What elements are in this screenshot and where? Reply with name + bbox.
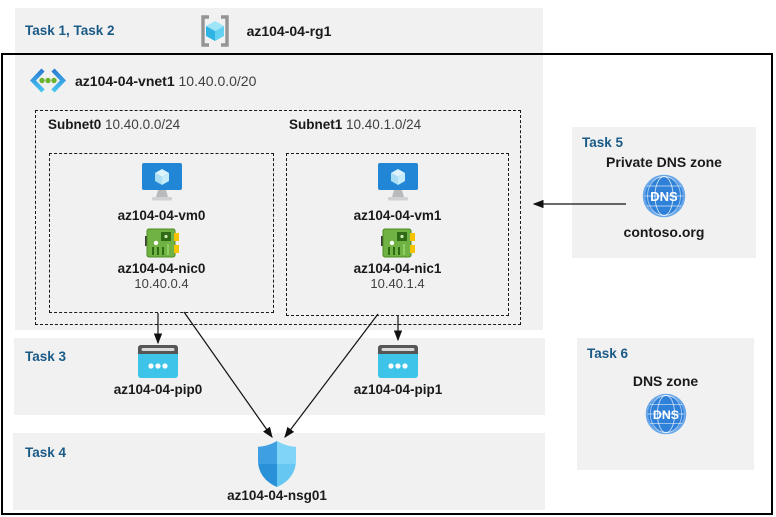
subnet0-box: az104-04-vm0 az104-04-nic0 10.40.0.4 — [49, 153, 274, 313]
resource-group-icon — [200, 14, 229, 47]
private-dns-icon-wrap: DNS — [642, 174, 686, 221]
task3-label: Task 3 — [25, 349, 67, 364]
private-dns-zone-title: Private DNS zone — [606, 154, 722, 170]
resource-group-name: az104-04-rg1 — [246, 22, 332, 39]
task6-box: Task 6 DNS zone DNS — [577, 338, 754, 470]
dns-zone: DNS zone DNS — [587, 361, 744, 438]
private-dns-zone: Private DNS zone DNS contoso.org — [582, 150, 746, 240]
subnet0-label: Subnet0 10.40.0.0/24 — [48, 117, 180, 132]
vnet-region: az104-04-vnet1 10.40.0.0/20 Subnet0 10.4… — [15, 55, 543, 330]
subnet1-label: Subnet1 10.40.1.0/24 — [289, 117, 421, 132]
resource-group: az104-04-rg1 — [197, 13, 332, 49]
dns-zone-title: DNS zone — [632, 373, 699, 389]
dns-icon-text: DNS — [650, 189, 678, 204]
nic0-ip: 10.40.0.4 — [134, 276, 189, 291]
subnet1-cidr: 10.40.1.0/24 — [346, 117, 422, 132]
pip0-group: az104-04-pip0 — [98, 345, 218, 397]
task5-box: Task 5 Private DNS zone DNS contoso.org — [572, 127, 756, 258]
vm1-name: az104-04-vm1 — [353, 208, 442, 223]
nic1-icon — [380, 228, 415, 258]
vm0-name: az104-04-vm0 — [117, 208, 206, 223]
vnet-header: az104-04-vnet1 10.40.0.0/20 — [30, 67, 256, 94]
subnets-container: Subnet0 10.40.0.0/24 Subnet1 10.40.1.0/2… — [35, 110, 521, 325]
dns-icon-wrap: DNS — [645, 393, 687, 438]
pip1-icon — [378, 345, 418, 378]
nsg-name: az104-04-nsg01 — [227, 488, 327, 503]
vnet-icon — [30, 68, 66, 93]
task4-label: Task 4 — [25, 445, 67, 460]
dns-icon: DNS — [642, 174, 686, 218]
vnet-title: az104-04-vnet1 10.40.0.0/20 — [75, 73, 256, 89]
nic0-name: az104-04-nic0 — [117, 261, 206, 276]
nic0-icon — [144, 228, 179, 258]
pip0-icon — [138, 345, 178, 378]
task3-band: Task 3 — [14, 338, 545, 415]
vm0-icon — [141, 163, 182, 201]
pip0-name: az104-04-pip0 — [113, 382, 203, 397]
dns-icon: DNS — [645, 393, 686, 435]
nsg-shield-icon — [258, 441, 296, 487]
subnet0-name: Subnet0 — [48, 117, 102, 132]
nic1-name: az104-04-nic1 — [353, 261, 442, 276]
vnet-name: az104-04-vnet1 — [75, 72, 175, 89]
subnet1-name: Subnet1 — [289, 117, 343, 132]
subnet1-box: az104-04-vm1 az104-04-nic1 10.40.1.4 — [286, 153, 509, 316]
task12-band: Task 1, Task 2 az104-04-rg1 — [15, 8, 543, 53]
task6-label: Task 6 — [587, 346, 629, 361]
task5-label: Task 5 — [582, 135, 624, 150]
vm1-icon — [377, 163, 418, 201]
task12-label: Task 1, Task 2 — [25, 23, 115, 38]
vnet-cidr: 10.40.0.0/20 — [178, 72, 257, 89]
nsg-group: az104-04-nsg01 — [207, 441, 347, 503]
private-dns-zone-name: contoso.org — [623, 224, 705, 240]
pip1-group: az104-04-pip1 — [338, 345, 458, 397]
nic1-ip: 10.40.1.4 — [370, 276, 425, 291]
subnet0-cidr: 10.40.0.0/24 — [105, 117, 181, 132]
pip1-name: az104-04-pip1 — [353, 382, 443, 397]
dns-icon-text: DNS — [652, 408, 678, 422]
